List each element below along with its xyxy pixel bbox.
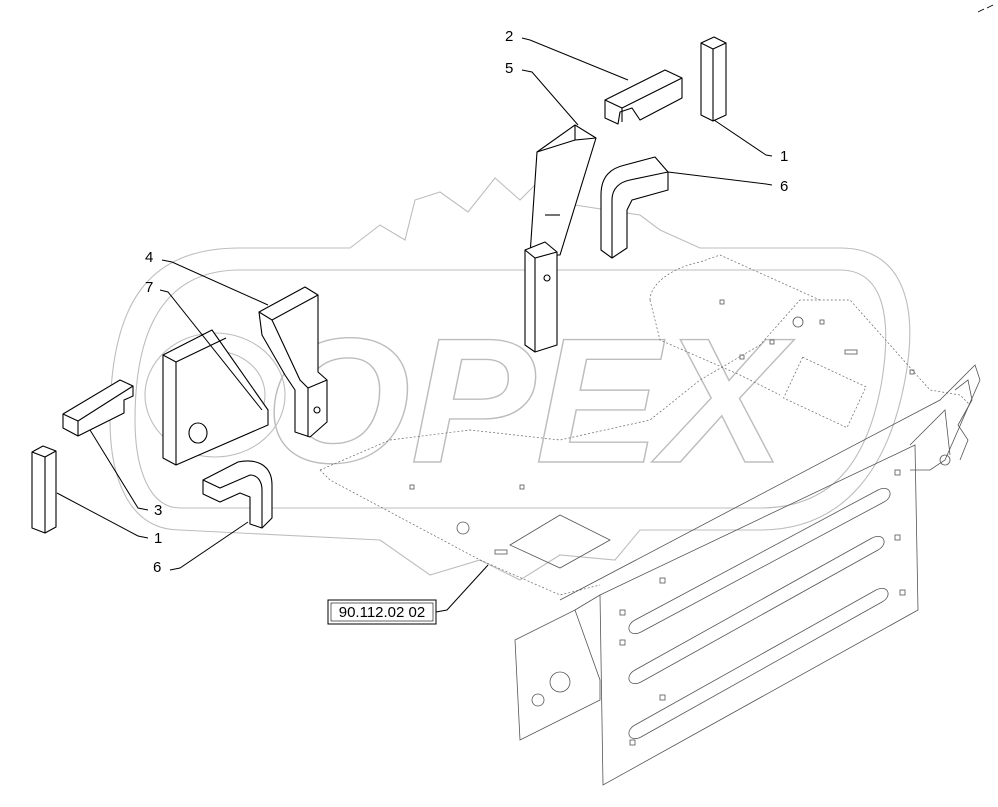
part-4-angled-bracket — [258, 286, 328, 438]
callout-labels: 2 5 1 6 4 7 3 1 6 — [145, 28, 788, 576]
part-5-wedge-block — [524, 124, 597, 353]
reference-label: 90.112.02 02 — [339, 604, 425, 621]
reference-label-box: 90.112.02 02 — [327, 599, 437, 625]
callout-2: 2 — [505, 28, 513, 45]
callout-1-top: 1 — [780, 148, 788, 165]
callout-7: 7 — [145, 279, 153, 296]
callout-3: 3 — [154, 502, 162, 519]
part-6-bottom-l-bracket — [202, 460, 273, 529]
corner-mark — [977, 4, 994, 13]
callout-6-top: 6 — [780, 178, 788, 195]
frame-assembly — [319, 254, 981, 786]
callout-6-bottom: 6 — [153, 559, 161, 576]
callout-1-bottom: 1 — [154, 530, 162, 547]
part-7-plate — [162, 329, 269, 466]
callout-4: 4 — [145, 249, 153, 266]
part-3-small-block — [62, 379, 134, 437]
part-6-top-l-bracket — [600, 156, 669, 259]
leader-lines — [56, 37, 773, 613]
part-2-notched-block — [604, 69, 683, 125]
part-1-bottom-bar — [31, 445, 57, 534]
part-1-top-bar — [700, 36, 727, 122]
callout-5: 5 — [505, 60, 513, 77]
